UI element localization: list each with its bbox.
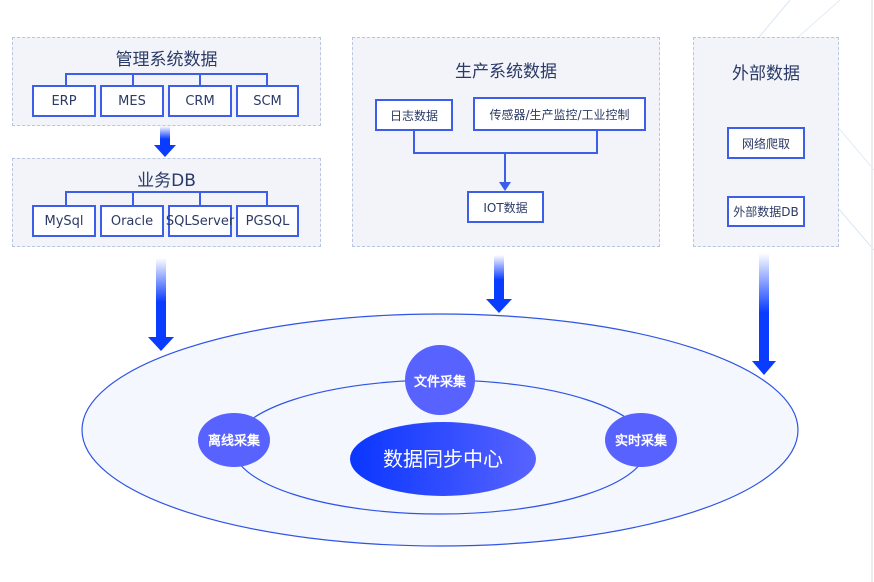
node-external-db[interactable]: 外部数据DB bbox=[727, 196, 805, 227]
method-offline-label: 离线采集 bbox=[208, 433, 261, 449]
method-file-bubble[interactable] bbox=[405, 345, 475, 415]
node-mysql[interactable]: MySql bbox=[32, 205, 96, 237]
connector bbox=[199, 73, 201, 86]
sync-center-shape[interactable] bbox=[350, 422, 536, 496]
node-log-data[interactable]: 日志数据 bbox=[375, 99, 453, 131]
connector bbox=[199, 191, 201, 205]
method-realtime-bubble[interactable] bbox=[605, 413, 677, 467]
method-file-label: 文件采集 bbox=[414, 374, 467, 390]
connector bbox=[413, 131, 415, 154]
method-offline-bubble[interactable] bbox=[198, 413, 270, 467]
node-sqlserver[interactable]: SQLServer bbox=[166, 205, 234, 237]
connector bbox=[596, 131, 598, 154]
production-title: 生产系统数据 bbox=[455, 62, 557, 82]
node-scm[interactable]: SCM bbox=[236, 85, 299, 117]
sync-center-label: 数据同步中心 bbox=[383, 447, 503, 471]
node-iot-data[interactable]: IOT数据 bbox=[467, 191, 544, 223]
connector bbox=[266, 191, 268, 205]
connector bbox=[132, 73, 134, 86]
node-web-crawl[interactable]: 网络爬取 bbox=[727, 127, 805, 159]
connector bbox=[132, 191, 134, 205]
arrow-production-to-hub bbox=[486, 255, 512, 313]
node-mes[interactable]: MES bbox=[100, 85, 164, 117]
connector bbox=[65, 191, 67, 205]
connector bbox=[504, 152, 506, 184]
business-db-title: 业务DB bbox=[137, 171, 196, 191]
node-pgsql[interactable]: PGSQL bbox=[236, 205, 299, 237]
node-oracle[interactable]: Oracle bbox=[100, 205, 164, 237]
external-title: 外部数据 bbox=[732, 64, 800, 84]
node-erp[interactable]: ERP bbox=[32, 85, 96, 117]
management-connector bbox=[65, 73, 268, 75]
connector bbox=[65, 73, 67, 86]
arrow-db-to-hub bbox=[148, 258, 174, 351]
right-divider bbox=[871, 0, 873, 582]
method-realtime-label: 实时采集 bbox=[615, 433, 668, 449]
db-connector bbox=[65, 191, 268, 193]
node-crm[interactable]: CRM bbox=[168, 85, 232, 117]
arrow-external-to-hub bbox=[752, 253, 776, 375]
management-title: 管理系统数据 bbox=[115, 50, 218, 70]
node-sensor-control[interactable]: 传感器/生产监控/工业控制 bbox=[473, 97, 646, 131]
connector bbox=[266, 73, 268, 86]
